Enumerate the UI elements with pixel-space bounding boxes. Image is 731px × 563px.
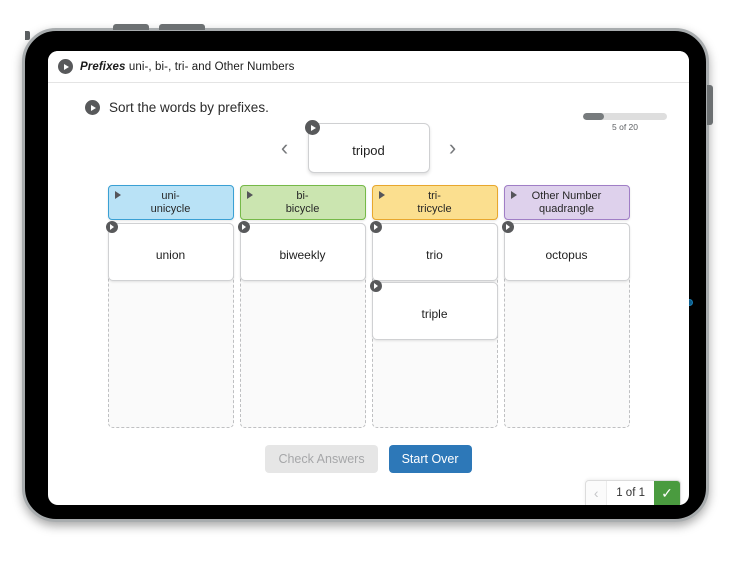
- column-bi-audio-play-icon[interactable]: [245, 189, 256, 200]
- column-header-prefix: tri-: [428, 190, 441, 203]
- dropzone-bi[interactable]: biweekly: [237, 221, 366, 428]
- word-audio-play-icon[interactable]: [105, 221, 118, 233]
- carousel-next-arrow[interactable]: ›: [448, 135, 457, 160]
- volume-up-button[interactable]: [113, 24, 149, 30]
- column-header-prefix: Other Number: [531, 190, 602, 203]
- column-header-example: unicycle: [150, 202, 191, 215]
- column-other-audio-play-icon[interactable]: [509, 189, 520, 200]
- column-header-uni[interactable]: uni-unicycle: [107, 185, 234, 220]
- instruction-row: Sort the words by prefixes.: [85, 100, 689, 115]
- header-audio-play-icon[interactable]: [58, 59, 73, 74]
- column-header-tri[interactable]: tri-tricycle: [371, 185, 498, 220]
- check-answers-button[interactable]: Check Answers: [265, 445, 378, 473]
- word-text: biweekly: [279, 248, 326, 262]
- column-tri-audio-play-icon[interactable]: [377, 189, 388, 200]
- current-word-card[interactable]: tripod: [304, 120, 430, 173]
- carousel-prev-arrow[interactable]: ‹: [280, 135, 289, 160]
- sort-column-tri: tri-tricycle trio triple: [369, 185, 498, 428]
- word-audio-play-icon[interactable]: [369, 221, 382, 233]
- instruction-audio-play-icon[interactable]: [85, 100, 100, 115]
- footer-buttons: Check Answers Start Over: [48, 445, 689, 473]
- word-carousel: ‹ tripod ›: [48, 120, 689, 173]
- page-title: Prefixes uni-, bi-, tri- and Other Numbe…: [80, 61, 295, 73]
- dropzone-tri[interactable]: trio triple: [369, 221, 498, 428]
- progress-block: 5 of 20: [583, 113, 667, 132]
- current-word-audio-play-icon[interactable]: [304, 120, 320, 135]
- column-uni-audio-play-icon[interactable]: [113, 189, 124, 200]
- word-text: union: [155, 248, 186, 262]
- word-text: trio: [426, 248, 443, 262]
- progress-bar-fill: [583, 113, 604, 120]
- word-card[interactable]: octopus: [501, 221, 630, 281]
- word-card[interactable]: trio: [369, 221, 498, 281]
- word-text: octopus: [545, 248, 588, 262]
- column-header-bi[interactable]: bi-bicycle: [239, 185, 366, 220]
- word-audio-play-icon[interactable]: [237, 221, 250, 233]
- column-header-example: quadrangle: [538, 202, 595, 215]
- page-indicator: 1 of 1: [616, 487, 645, 499]
- current-word-text: tripod: [352, 142, 385, 158]
- side-port: [25, 31, 30, 40]
- check-icon[interactable]: ✓: [654, 481, 680, 505]
- sort-columns: uni-unicycle union bi-bicycle biweekly tri-t…: [48, 185, 689, 428]
- dropzone-other[interactable]: octopus: [501, 221, 630, 428]
- tablet-device-frame: Prefixes uni-, bi-, tri- and Other Numbe…: [22, 24, 713, 522]
- start-over-button[interactable]: Start Over: [388, 445, 472, 473]
- page-title-rest: uni-, bi-, tri- and Other Numbers: [125, 60, 295, 73]
- app-header: Prefixes uni-, bi-, tri- and Other Numbe…: [48, 51, 689, 83]
- word-card[interactable]: biweekly: [237, 221, 366, 281]
- sort-column-uni: uni-unicycle union: [105, 185, 234, 428]
- column-header-example: bicycle: [285, 202, 320, 215]
- tablet-screen: Prefixes uni-, bi-, tri- and Other Numbe…: [48, 51, 689, 505]
- column-header-example: tricycle: [417, 202, 452, 215]
- volume-down-button[interactable]: [159, 24, 205, 30]
- word-audio-play-icon[interactable]: [501, 221, 514, 233]
- dropzone-uni[interactable]: union: [105, 221, 234, 428]
- progress-bar-track: [583, 113, 667, 120]
- column-header-prefix: bi-: [296, 190, 309, 203]
- progress-label: 5 of 20: [612, 122, 638, 132]
- instruction-text: Sort the words by prefixes.: [109, 100, 269, 115]
- sort-column-bi: bi-bicycle biweekly: [237, 185, 366, 428]
- power-button[interactable]: [707, 85, 713, 125]
- page-prev-button[interactable]: ‹: [586, 481, 608, 505]
- page-title-emphasis: Prefixes: [80, 60, 126, 73]
- word-audio-play-icon[interactable]: [369, 280, 382, 292]
- column-header-prefix: uni-: [161, 190, 180, 203]
- word-card[interactable]: union: [105, 221, 234, 281]
- word-text: triple: [421, 307, 448, 321]
- page-navigator: ‹ 1 of 1 ✓: [585, 480, 681, 505]
- word-card[interactable]: triple: [369, 280, 498, 340]
